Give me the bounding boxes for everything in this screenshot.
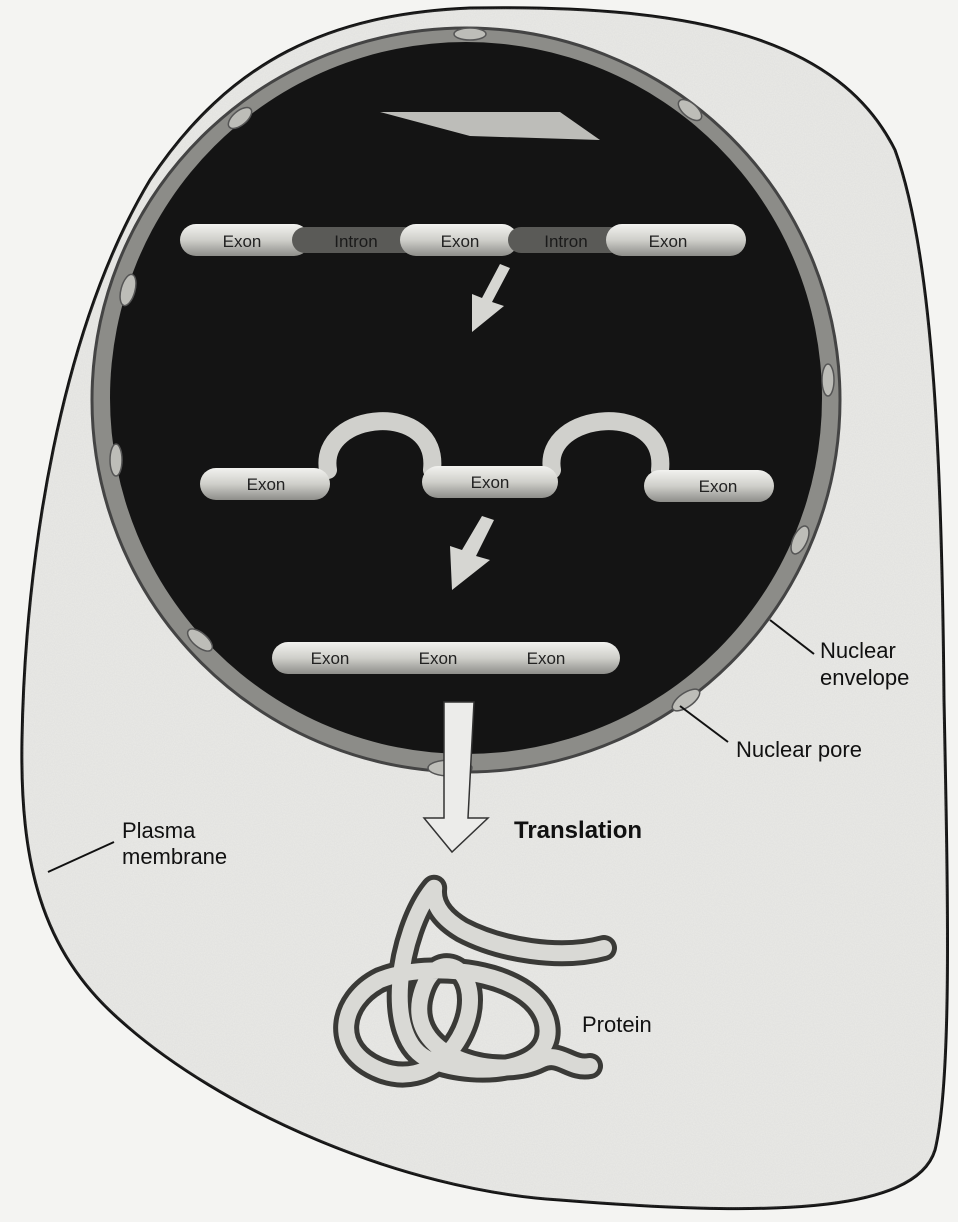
pre-mrna-exon-3 [606, 224, 746, 256]
splice-label-3: Exon [699, 477, 738, 496]
protein-label: Protein [582, 1012, 652, 1037]
splice-label-2: Exon [471, 473, 510, 492]
mature-mrna-body [272, 642, 620, 674]
nuclear-envelope-label-line2: envelope [820, 665, 909, 690]
nuclear-envelope-leader [769, 619, 815, 655]
nuclear-pore-leader [679, 705, 729, 743]
pre-mrna-label-3: Exon [441, 232, 480, 251]
mature-mrna-strand: Exon Exon Exon [272, 642, 620, 674]
pre-mrna-intron-2 [508, 227, 626, 253]
nuclear-pore-label: Nuclear pore [736, 737, 862, 762]
plasma-membrane-label-line2: membrane [122, 844, 227, 869]
pre-mrna-label-2: Intron [334, 232, 377, 251]
mature-label-1: Exon [311, 649, 350, 668]
splicing-stage: Exon Exon Exon [200, 412, 774, 502]
plasma-membrane-leader [47, 841, 115, 873]
pre-mrna-label-4: Intron [544, 232, 587, 251]
splice-label-1: Exon [247, 475, 286, 494]
nucleus [110, 42, 822, 754]
protein-knot-icon [333, 874, 617, 1088]
splice-exon-3 [644, 470, 774, 502]
nuclear-envelope-label-line1: Nuclear [820, 638, 896, 663]
chromatin-streak [380, 112, 600, 140]
intron-loop-1 [318, 412, 442, 479]
intron-loop-2 [542, 412, 670, 479]
mature-label-2: Exon [419, 649, 458, 668]
pre-mrna-strand: Exon Intron Exon Intron Exon [180, 224, 746, 256]
splice-exon-2 [422, 466, 558, 498]
pre-mrna-exon-1 [180, 224, 310, 256]
translation-arrow-icon [422, 701, 490, 854]
joining-arrow-icon [450, 516, 494, 590]
splicing-arrow-icon [472, 264, 510, 332]
pre-mrna-label-1: Exon [223, 232, 262, 251]
plasma-membrane-label-line1: Plasma [122, 818, 196, 843]
mature-label-3: Exon [527, 649, 566, 668]
translation-label: Translation [514, 817, 642, 844]
pre-mrna-exon-2 [400, 224, 518, 256]
pre-mrna-intron-1 [292, 227, 420, 253]
pre-mrna-label-5: Exon [649, 232, 688, 251]
splice-exon-1 [200, 468, 330, 500]
